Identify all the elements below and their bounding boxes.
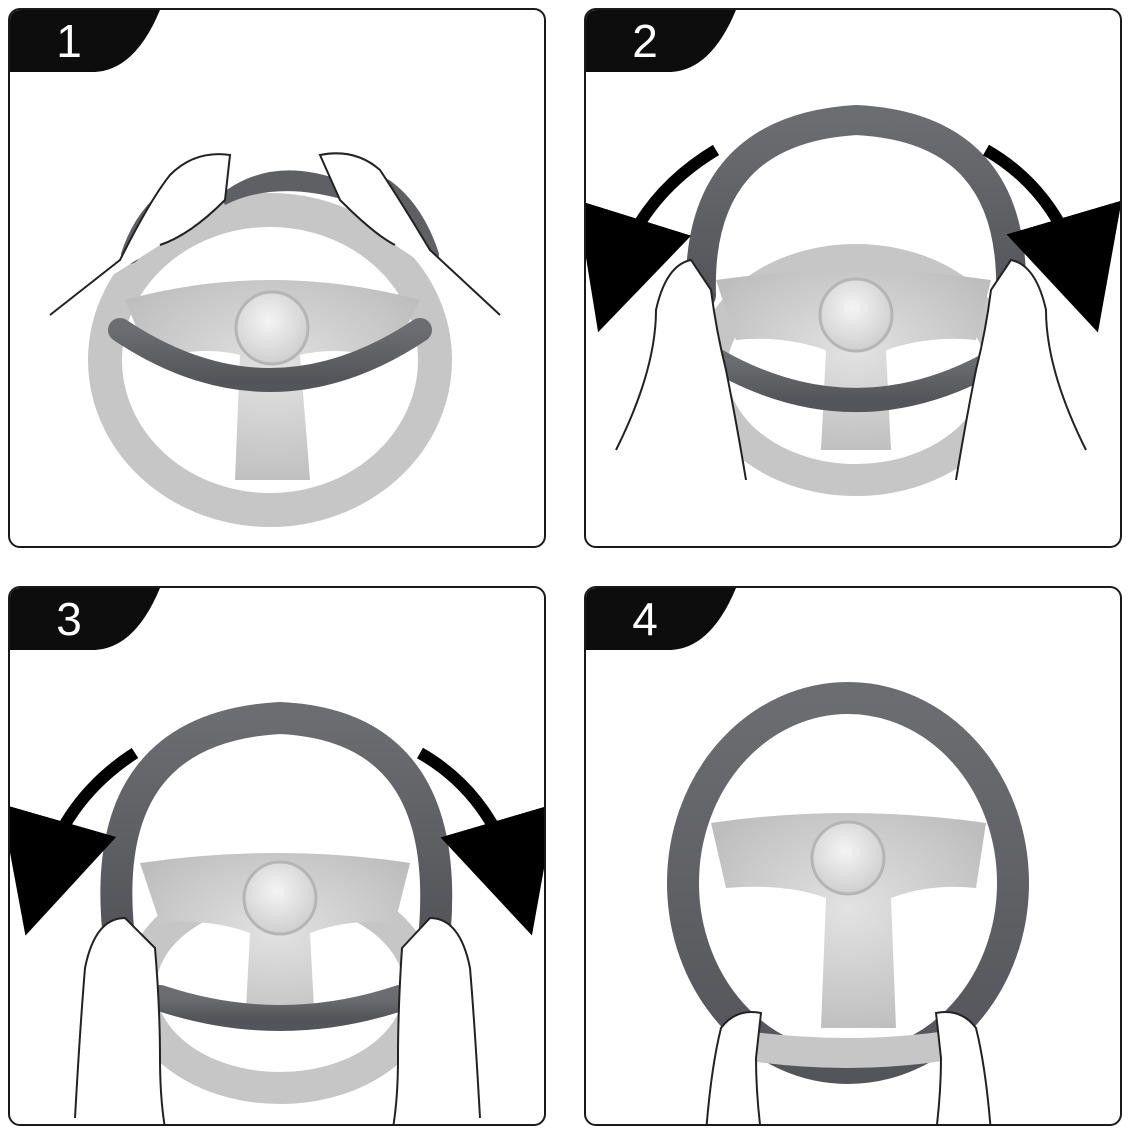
step-2-number: 2 xyxy=(632,15,658,67)
left-hand xyxy=(615,258,747,481)
cover-lower xyxy=(108,318,432,392)
right-hand xyxy=(955,258,1087,481)
cover-arc xyxy=(685,104,1027,310)
step-3-illustration xyxy=(10,701,544,1124)
step-4-tab: 4 xyxy=(586,588,736,650)
step-4-panel: 4 xyxy=(584,586,1122,1126)
arrow-left-icon xyxy=(586,144,720,333)
cover-arc xyxy=(100,701,453,944)
left-hand xyxy=(705,1011,763,1124)
wheel-hub xyxy=(818,277,894,353)
step-1-illustration xyxy=(49,152,501,527)
wheel-spokes xyxy=(140,853,410,1028)
wheel-spokes xyxy=(711,813,986,1028)
right-hand xyxy=(318,152,501,316)
right-hand xyxy=(392,916,481,1124)
arrow-right-icon xyxy=(417,747,544,936)
step-1-panel: 1 xyxy=(8,8,546,548)
wheel-spokes xyxy=(716,270,991,450)
step-2-tab: 2 xyxy=(586,10,736,72)
wheel-hub xyxy=(242,860,318,936)
arrow-right-icon xyxy=(983,144,1120,333)
step-4-number: 4 xyxy=(632,593,658,645)
arrow-left-icon xyxy=(10,747,139,936)
step-1-number: 1 xyxy=(56,15,82,67)
cover-top xyxy=(220,170,345,205)
step-2-illustration xyxy=(586,104,1120,496)
step-3-tab: 3 xyxy=(10,588,160,650)
cover-lower xyxy=(704,348,1008,412)
step-3-panel: 3 xyxy=(8,586,546,1126)
wheel-rim xyxy=(88,193,452,527)
step-3-number: 3 xyxy=(56,593,82,645)
left-hand xyxy=(49,153,232,316)
step-1-tab: 1 xyxy=(10,10,160,72)
step-4-illustration xyxy=(667,682,1029,1124)
cover-lower xyxy=(147,985,413,1031)
cover-full xyxy=(667,682,1029,1084)
step-2-panel: 2 xyxy=(584,8,1122,548)
wheel-hub xyxy=(810,820,886,896)
wheel-hub xyxy=(234,290,310,366)
right-hand xyxy=(934,1011,992,1124)
left-hand xyxy=(74,916,166,1124)
wheel-rim-bottom xyxy=(726,1028,966,1068)
